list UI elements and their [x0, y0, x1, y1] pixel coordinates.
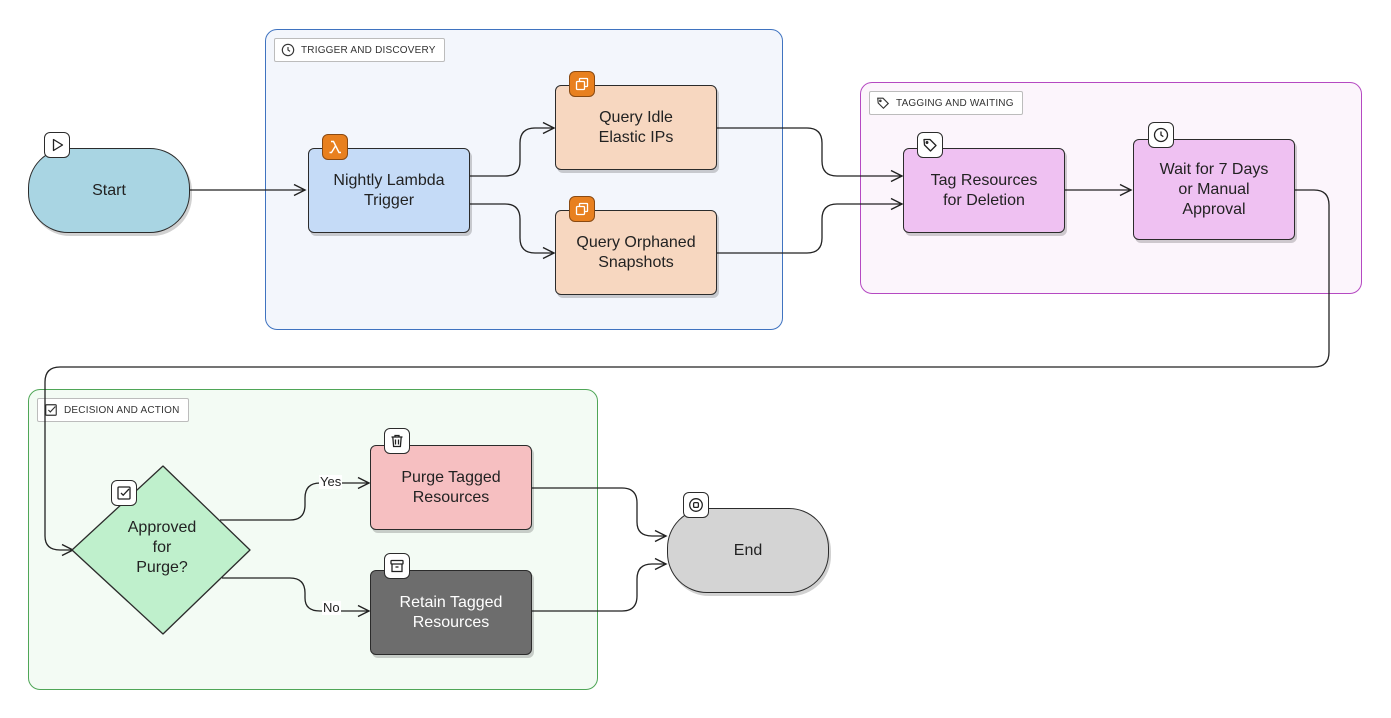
- retain-badge: [384, 553, 410, 579]
- start-label: Start: [92, 181, 126, 199]
- tag-icon: [877, 97, 890, 110]
- wait-label-line3: Approval: [1182, 200, 1246, 218]
- query-ips-badge: [569, 71, 595, 97]
- lambda-label-line2: Trigger: [363, 191, 415, 209]
- lambda-icon: [329, 140, 341, 154]
- group-title: TRIGGER AND DISCOVERY: [301, 44, 436, 56]
- retain-label-line2: Resources: [412, 613, 490, 631]
- group-title: DECISION AND ACTION: [64, 404, 180, 416]
- edge-decision-purge: [220, 476, 371, 521]
- edge-decision-retain: [222, 577, 371, 618]
- query-ips-label-line2: Elastic IPs: [598, 128, 674, 146]
- edge-query-snapshots-tag: [717, 197, 904, 254]
- clock-icon: [1153, 127, 1169, 143]
- tag-badge: [917, 132, 943, 158]
- wait-badge: [1148, 122, 1174, 148]
- purge-label-line1: Purge Tagged: [401, 468, 501, 486]
- tag-label-line1: Tag Resources: [930, 171, 1038, 189]
- retain-resources-node[interactable]: Retain Tagged Resources: [370, 570, 532, 655]
- start-node[interactable]: Start: [28, 148, 190, 233]
- edge-retain-end: [532, 557, 668, 612]
- decision-label: Approved for Purge?: [92, 518, 232, 578]
- edge-purge-end: [532, 487, 668, 543]
- ec2-icon: [575, 202, 589, 216]
- group-title: TAGGING AND WAITING: [896, 97, 1014, 109]
- query-snapshots-badge: [569, 196, 595, 222]
- trash-icon: [391, 434, 403, 448]
- edge-wait-decision: [44, 189, 1330, 557]
- edge-lambda-query-snapshots: [470, 203, 556, 260]
- query-idle-ips-node[interactable]: Query Idle Elastic IPs: [555, 85, 717, 170]
- end-label: End: [733, 541, 763, 559]
- decision-label-line2: for: [152, 539, 172, 556]
- query-snapshots-label-line2: Snapshots: [598, 253, 674, 271]
- query-snapshots-label-line1: Query Orphaned: [576, 233, 696, 251]
- edge-label-no: No: [322, 600, 341, 615]
- edge-label-yes: Yes: [319, 474, 343, 489]
- checkbox-icon: [117, 486, 131, 500]
- lambda-label-line1: Nightly Lambda: [333, 171, 445, 189]
- stop-circle-icon: [689, 498, 703, 512]
- lambda-trigger-node[interactable]: Nightly Lambda Trigger: [308, 148, 470, 233]
- group-label-trigger: TRIGGER AND DISCOVERY: [274, 38, 445, 62]
- play-icon: [52, 138, 64, 152]
- decision-label-line1: Approved: [127, 519, 197, 536]
- tag-label-line2: for Deletion: [943, 191, 1025, 209]
- lambda-badge: [322, 134, 348, 160]
- purge-label-line2: Resources: [412, 488, 490, 506]
- query-ips-label-line1: Query Idle: [599, 108, 673, 126]
- ec2-icon: [575, 77, 589, 91]
- query-orphaned-snapshots-node[interactable]: Query Orphaned Snapshots: [555, 210, 717, 295]
- group-label-tagging: TAGGING AND WAITING: [869, 91, 1023, 115]
- purge-resources-node[interactable]: Purge Tagged Resources: [370, 445, 532, 530]
- edge-lambda-query-ips: [470, 121, 556, 177]
- decision-badge: [111, 480, 137, 506]
- retain-label-line1: Retain Tagged: [399, 593, 503, 611]
- decision-label-line3: Purge?: [136, 559, 188, 576]
- end-node[interactable]: End: [667, 508, 829, 593]
- group-label-decision: DECISION AND ACTION: [37, 398, 189, 422]
- wait-label-line1: Wait for 7 Days: [1159, 160, 1269, 178]
- archive-icon: [390, 559, 404, 573]
- start-badge: [44, 132, 70, 158]
- wait-label-line2: or Manual: [1178, 180, 1250, 198]
- edge-query-ips-tag: [717, 127, 904, 183]
- tag-icon: [923, 138, 937, 152]
- clock-icon: [281, 43, 295, 57]
- end-badge: [683, 492, 709, 518]
- tag-resources-node[interactable]: Tag Resources for Deletion: [903, 148, 1065, 233]
- decision-diamond: [71, 465, 251, 635]
- purge-badge: [384, 428, 410, 454]
- checkbox-icon: [45, 404, 57, 416]
- wait-approval-node[interactable]: Wait for 7 Days or Manual Approval: [1133, 139, 1295, 240]
